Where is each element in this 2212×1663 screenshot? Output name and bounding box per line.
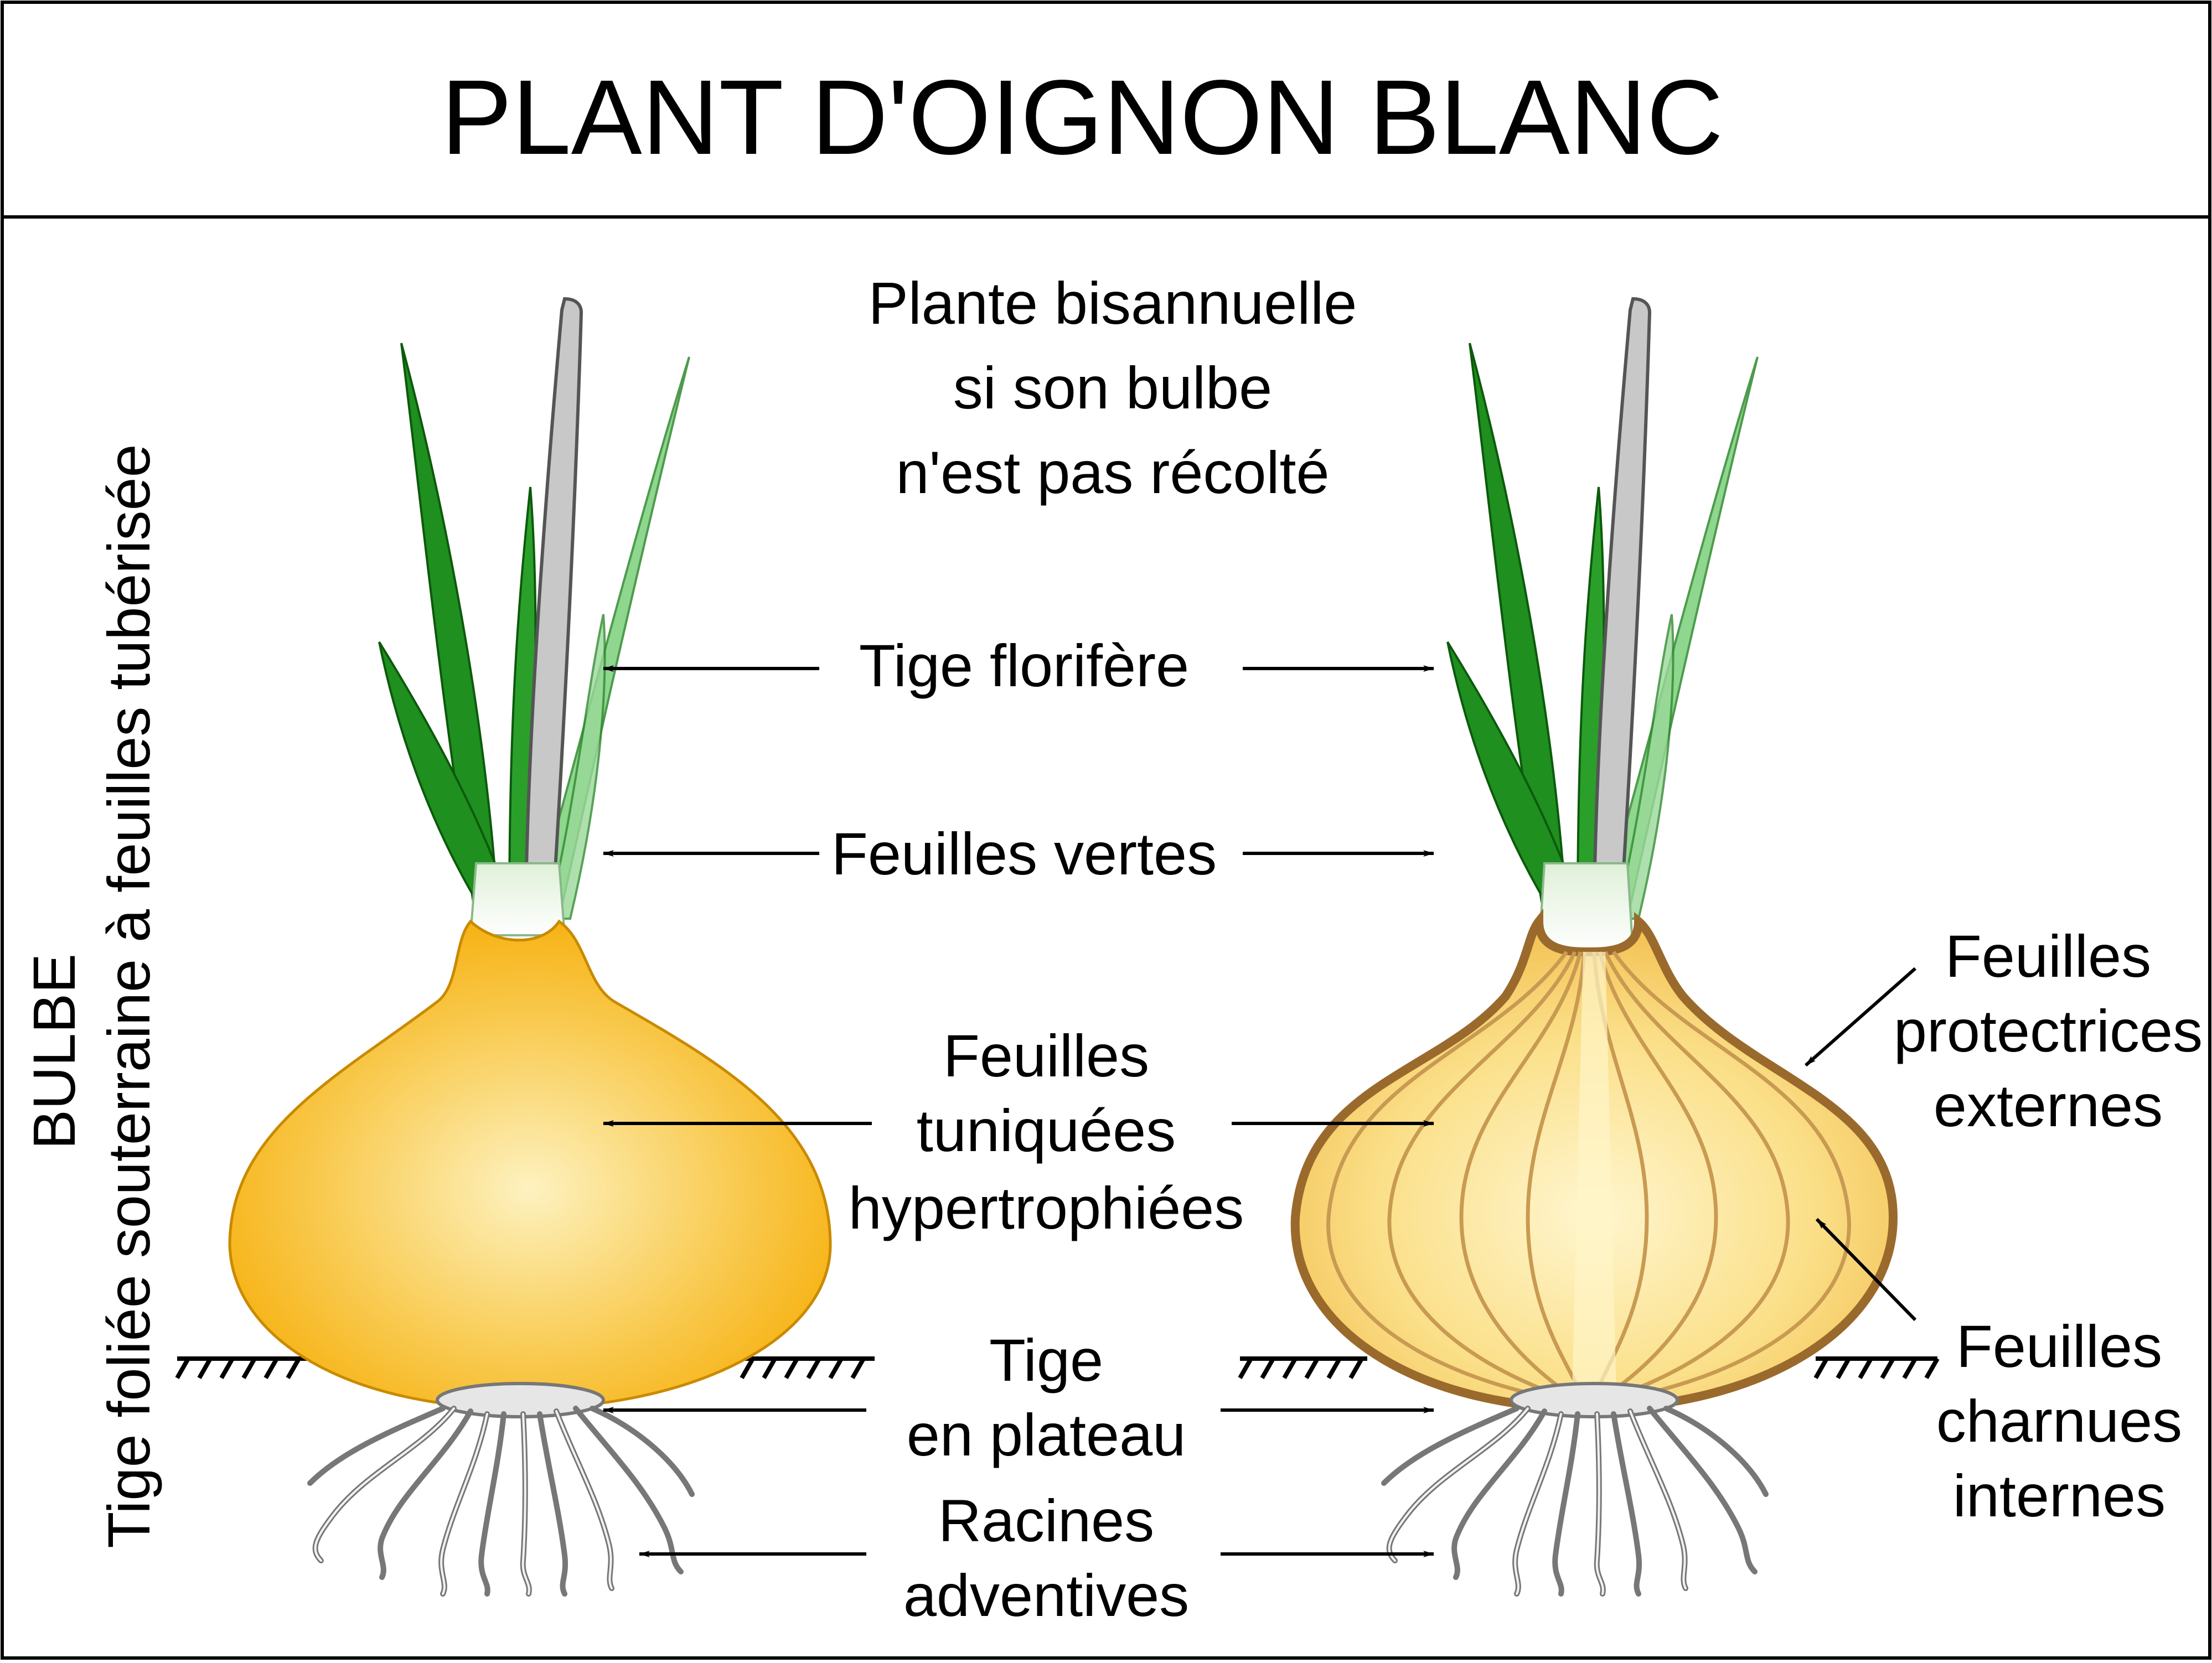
right-ground-line <box>1238 1356 1940 1379</box>
intro-line-2: si son bulbe <box>953 354 1272 421</box>
label-charnues-line-3: internes <box>1953 1462 2166 1529</box>
label-protectrices-line-3: externes <box>1934 1072 2163 1139</box>
label-tuniquees-line-2: tuniquées <box>917 1097 1176 1164</box>
right-bulb-core-glow <box>1572 952 1616 1395</box>
left-ground-line <box>175 1356 875 1379</box>
left-flower-stem <box>524 297 583 898</box>
side-label-description: Tige foliée souterraine à feuilles tubér… <box>95 444 162 1548</box>
right-flower-stem <box>1592 297 1652 898</box>
label-tige-florifere: Tige florifère <box>859 632 1189 699</box>
right-bulb-fleshy-layers <box>1326 950 1851 1402</box>
arrow-protectrices <box>1805 967 1916 1067</box>
label-charnues-line-2: charnues <box>1936 1387 2182 1454</box>
right-neck <box>1537 862 1635 953</box>
intro-line-1: Plante bisannuelle <box>869 270 1357 336</box>
left-basal-plate <box>436 1382 605 1418</box>
label-racines-line-2: adventives <box>903 1562 1189 1629</box>
left-neck <box>469 862 566 936</box>
label-tuniquees-line-3: hypertrophiées <box>849 1174 1244 1241</box>
arrow-charnues <box>1815 1218 1917 1322</box>
page-title: PLANT D'OIGNON BLANC <box>441 58 1723 177</box>
right-adventitious-roots <box>1381 1406 1769 1597</box>
intro-line-3: n'est pas récolté <box>896 439 1329 506</box>
label-charnues-line-1: Feuilles <box>1956 1313 2162 1380</box>
left-bulb <box>228 919 832 1410</box>
label-protectrices-line-1: Feuilles <box>1945 923 2151 989</box>
label-plateau-line-2: en plateau <box>907 1401 1186 1468</box>
right-basal-plate <box>1510 1382 1679 1418</box>
label-tuniquees-line-1: Feuilles <box>943 1022 1149 1089</box>
right-onion-plant <box>1238 297 1940 1597</box>
label-plateau-line-1: Tige <box>989 1327 1103 1393</box>
left-adventitious-roots <box>307 1406 695 1597</box>
right-green-leaves <box>1446 343 1759 920</box>
side-label-bulbe: BULBE <box>20 954 87 1149</box>
label-protectrices-line-2: protectrices <box>1894 997 2203 1064</box>
label-feuilles-vertes: Feuilles vertes <box>831 820 1217 887</box>
label-racines-line-1: Racines <box>938 1487 1154 1554</box>
left-onion-plant <box>175 297 875 1597</box>
